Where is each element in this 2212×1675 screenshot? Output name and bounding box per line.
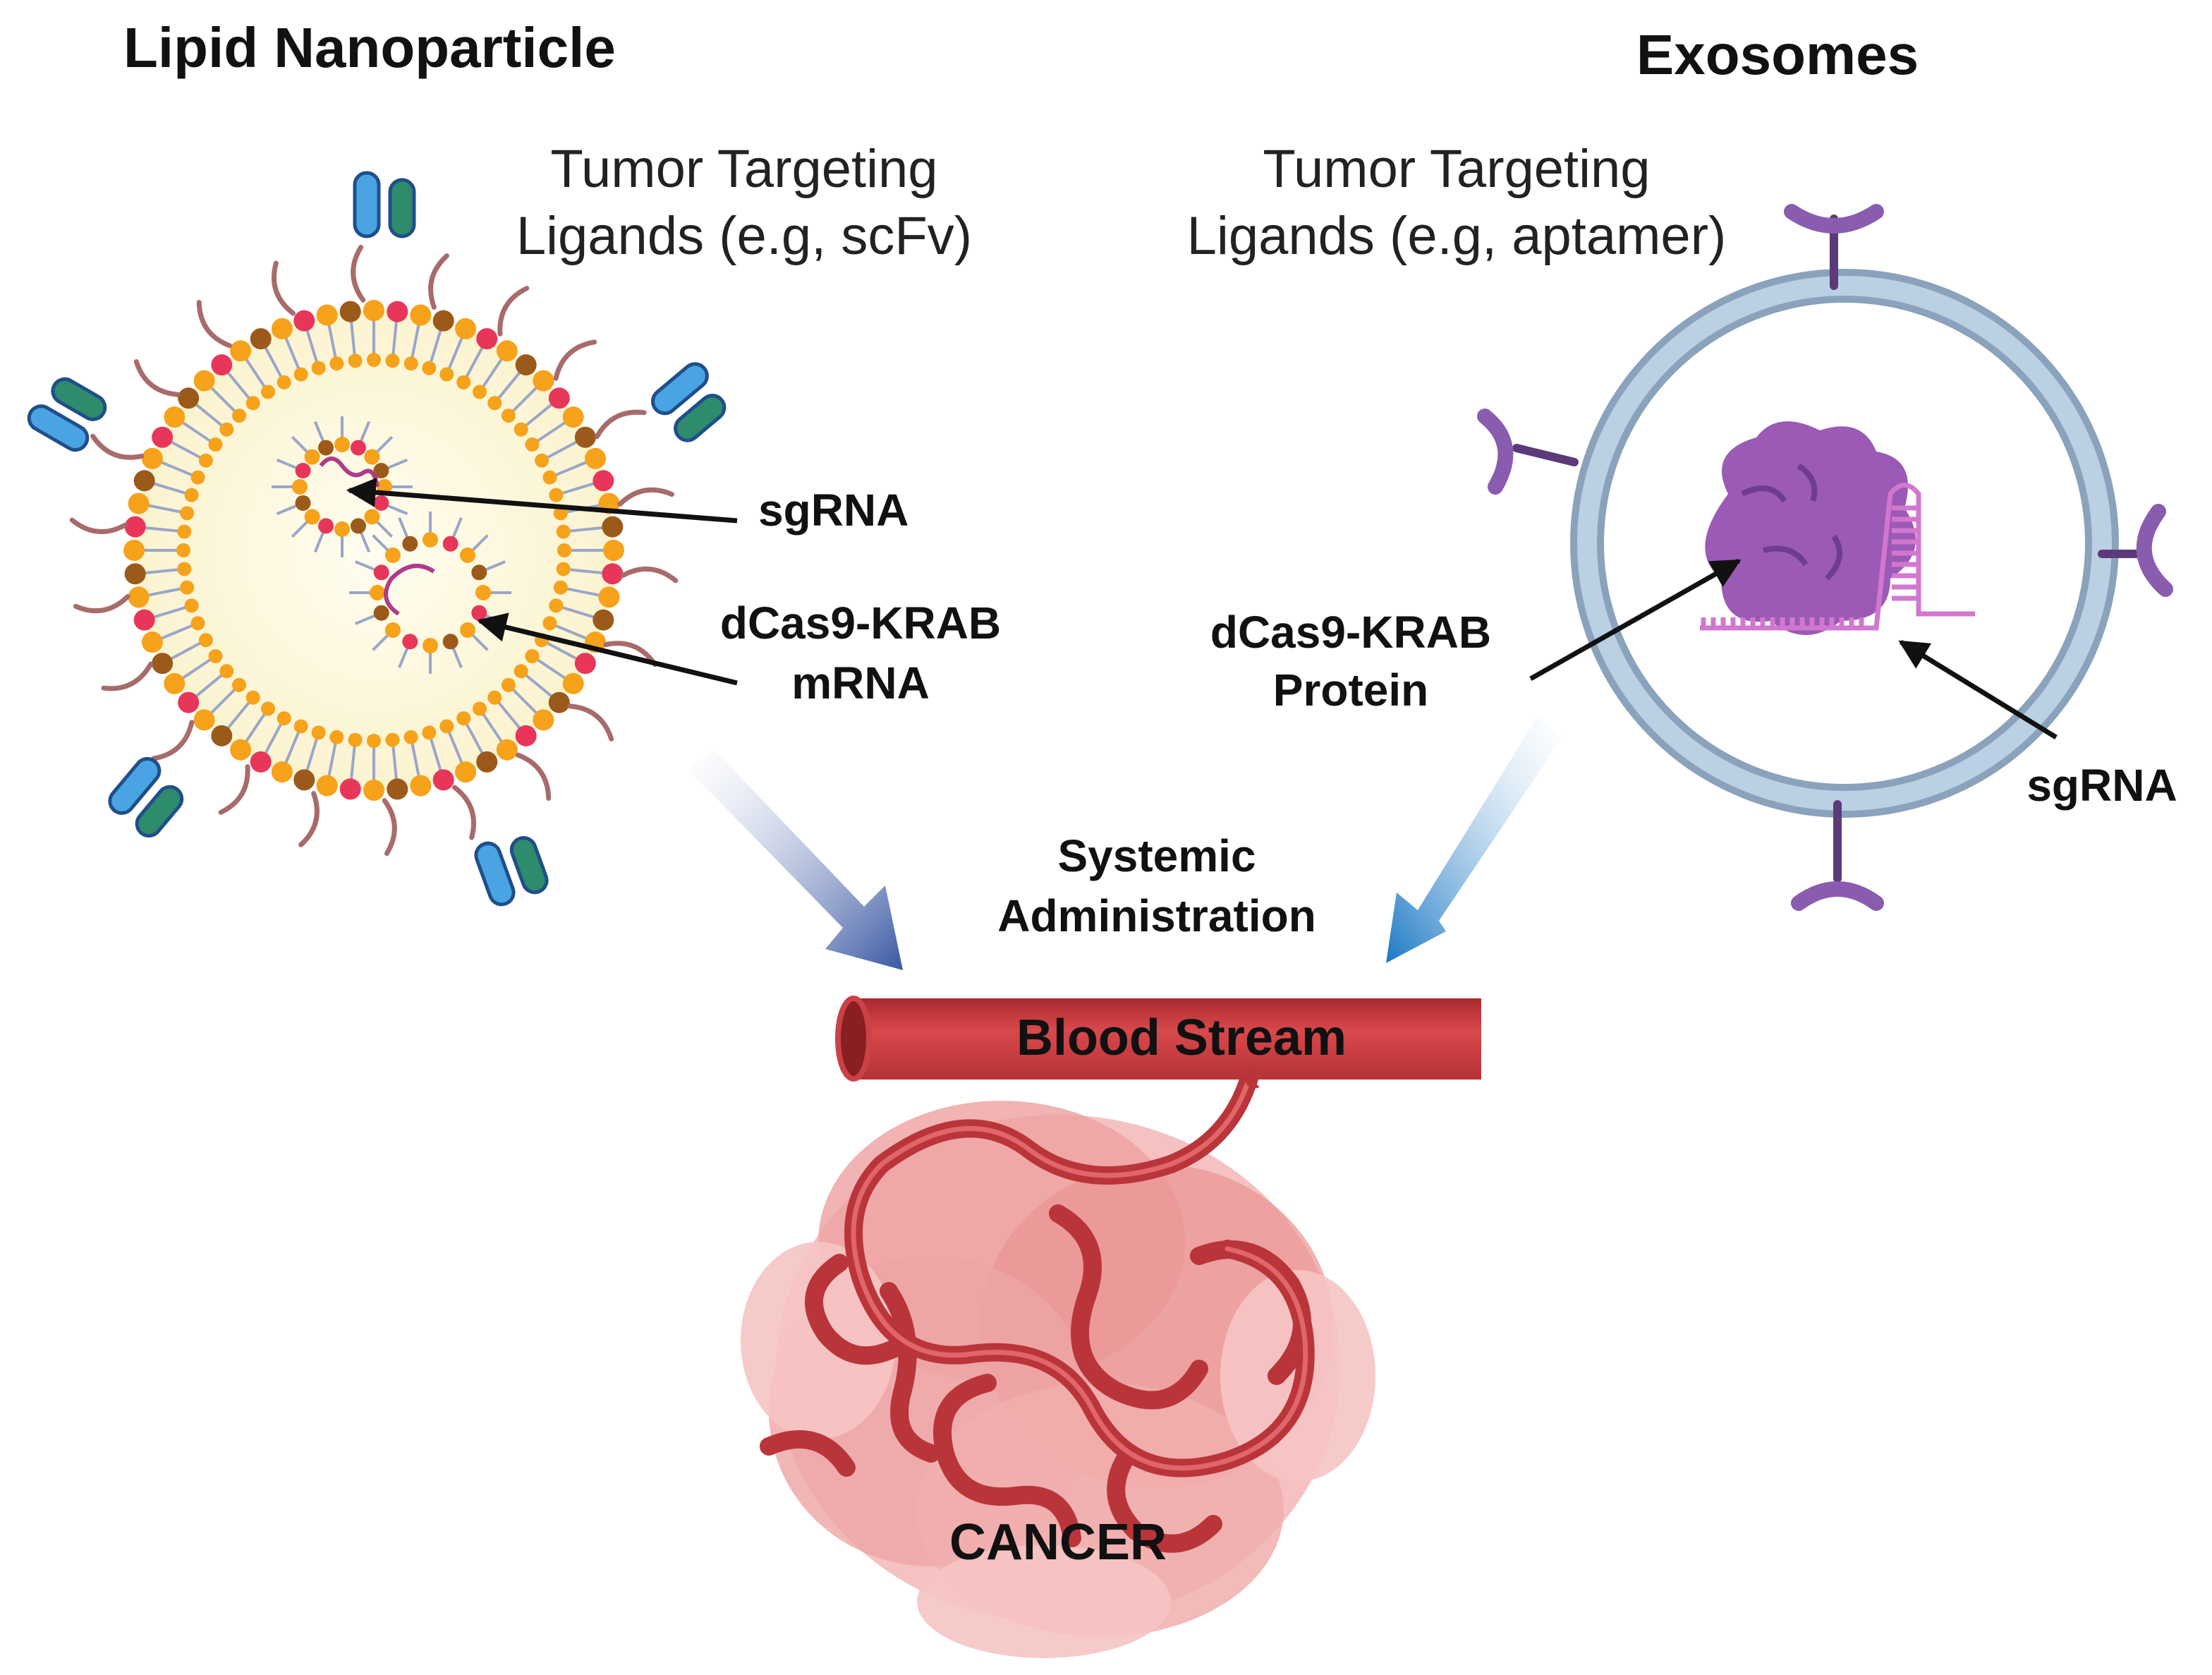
exosome-sgrna-label: sgRNA	[2026, 760, 2177, 811]
lnp-ligand-line1: Tumor Targeting	[550, 139, 937, 199]
lnp-mrna-label-line2: mRNA	[791, 658, 930, 708]
dcas9-krab-protein-icon	[1705, 421, 1916, 635]
exosome-protein-label-line2: Protein	[1273, 665, 1428, 715]
scfv-ligand-icon	[108, 756, 184, 838]
lnp-delivery-arrow	[688, 748, 903, 970]
lnp-inner-vesicle-sgrna	[272, 416, 413, 557]
lnp-core	[134, 310, 614, 790]
scfv-ligands	[27, 171, 727, 907]
scfv-ligand-icon	[353, 171, 416, 238]
vessel-label: Blood Stream	[1016, 1010, 1347, 1066]
lnp-title: Lipid Nanoparticle	[123, 16, 616, 79]
lnp-inner-vesicle-mrna	[349, 512, 511, 674]
lnp-sgrna-label: sgRNA	[758, 485, 909, 536]
exosome	[1477, 204, 2173, 911]
lnp-sgrna-arrow	[346, 478, 738, 524]
scfv-ligand-icon	[650, 362, 727, 442]
blood-vessel	[835, 996, 1481, 1089]
mrna-strand-icon	[384, 564, 435, 616]
route-label-line1: Systemic	[1057, 830, 1256, 881]
lnp-mrna-arrow	[476, 612, 738, 686]
exosome-ligand-line1: Tumor Targeting	[1263, 139, 1650, 199]
aptamer-ligands	[1477, 204, 2173, 911]
lipid-nanoparticle	[27, 171, 727, 907]
exosome-delivery-arrow	[1386, 716, 1562, 963]
exosome-protein-arrow	[1529, 558, 1742, 682]
lnp-mrna-label-line1: dCas9-KRAB	[720, 598, 1001, 648]
exosome-ligand-line2: Ligands (e.g, aptamer)	[1187, 206, 1727, 266]
route-label-line2: Administration	[997, 890, 1316, 941]
lnp-lipid-shell	[123, 300, 624, 801]
exosome-title: Exosomes	[1636, 23, 1919, 86]
scfv-ligand-icon	[474, 836, 549, 907]
lnp-ligand-line2: Ligands (e.g, scFv)	[516, 206, 972, 266]
exosome-membrane-inner	[1577, 276, 2112, 811]
scfv-ligand-icon	[27, 377, 107, 452]
sgrna-strand-icon	[319, 456, 379, 488]
exosome-protein-label-line1: dCas9-KRAB	[1210, 607, 1491, 658]
exosome-sgrna-icon	[1700, 483, 1975, 631]
exosome-sgrna-arrow	[1898, 640, 2058, 739]
lnp-peg-tails	[69, 244, 679, 857]
tumor-label: CANCER	[949, 1514, 1167, 1571]
